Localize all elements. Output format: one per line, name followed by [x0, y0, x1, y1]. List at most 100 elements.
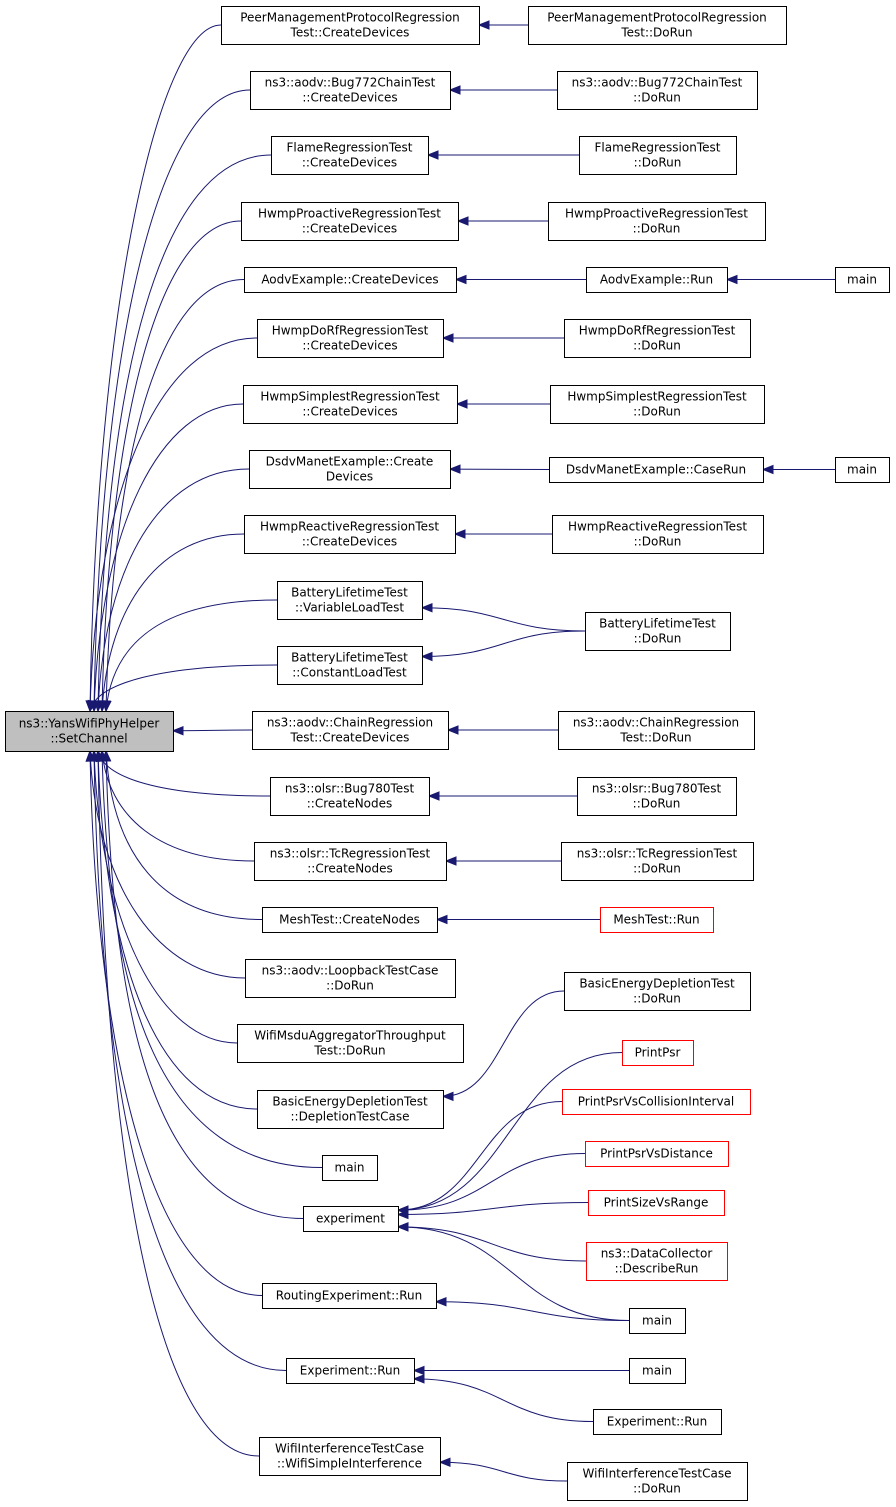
node-bedt-depletion[interactable]: BasicEnergyDepletionTest::DepletionTestC…	[257, 1090, 444, 1129]
node-mesh-run[interactable]: MeshTest::Run	[600, 907, 714, 933]
node-bug772-dorun[interactable]: ns3::aodv::Bug772ChainTest::DoRun	[557, 71, 758, 110]
node-box[interactable]	[241, 202, 459, 241]
node-hwmpproactive-create[interactable]: HwmpProactiveRegressionTest::CreateDevic…	[241, 202, 459, 241]
node-box[interactable]	[243, 385, 458, 424]
node-mesh-create[interactable]: MeshTest::CreateNodes	[262, 907, 438, 933]
node-box[interactable]	[5, 711, 174, 752]
node-box[interactable]	[548, 202, 766, 241]
node-box[interactable]	[252, 711, 449, 750]
node-pmp-create[interactable]: PeerManagementProtocolRegressionTest::Cr…	[221, 6, 480, 45]
node-flame-create[interactable]: FlameRegressionTest::CreateDevices	[271, 136, 429, 175]
node-box[interactable]	[286, 1358, 415, 1384]
node-box[interactable]	[579, 136, 737, 175]
node-box[interactable]	[244, 267, 457, 293]
node-dsdv-caserun[interactable]: DsdvManetExample::CaseRun	[549, 457, 764, 483]
node-box[interactable]	[245, 959, 456, 998]
node-hwmpdorf-create[interactable]: HwmpDoRfRegressionTest::CreateDevices	[257, 319, 444, 358]
node-wifiint-simple[interactable]: WifiInterferenceTestCase::WifiSimpleInte…	[259, 1437, 441, 1476]
node-box[interactable]	[629, 1358, 686, 1384]
node-experiment[interactable]: experiment	[303, 1206, 399, 1232]
node-box[interactable]	[262, 1283, 437, 1309]
node-box[interactable]	[271, 136, 429, 175]
node-bedt-dorun[interactable]: BasicEnergyDepletionTest::DoRun	[564, 972, 751, 1011]
node-bug780-dorun[interactable]: ns3::olsr::Bug780Test::DoRun	[577, 777, 737, 816]
node-box[interactable]	[250, 71, 451, 110]
node-box[interactable]	[221, 6, 480, 45]
node-hwmpdorf-dorun[interactable]: HwmpDoRfRegressionTest::DoRun	[564, 319, 751, 358]
node-main-exp[interactable]: main	[629, 1308, 686, 1334]
node-box[interactable]	[549, 457, 764, 483]
node-tc-create[interactable]: ns3::olsr::TcRegressionTest::CreateNodes	[254, 842, 447, 881]
node-printpsr[interactable]: PrintPsr	[622, 1040, 694, 1066]
node-battery-constant[interactable]: BatteryLifetimeTest::ConstantLoadTest	[277, 646, 423, 685]
node-box[interactable]	[244, 515, 456, 554]
node-printpsr-distance[interactable]: PrintPsrVsDistance	[585, 1141, 729, 1167]
node-box[interactable]	[277, 646, 423, 685]
node-box[interactable]	[622, 1040, 694, 1066]
node-box[interactable]	[558, 711, 755, 750]
node-tc-dorun[interactable]: ns3::olsr::TcRegressionTest::DoRun	[561, 842, 754, 881]
node-box[interactable]	[550, 385, 765, 424]
node-main-exprun[interactable]: main	[629, 1358, 686, 1384]
node-box[interactable]	[561, 842, 754, 881]
node-box[interactable]	[593, 1409, 722, 1435]
node-box[interactable]	[600, 907, 714, 933]
node-pmp-dorun[interactable]: PeerManagementProtocolRegressionTest::Do…	[528, 6, 787, 45]
node-main-dsdv[interactable]: main	[835, 457, 890, 483]
node-hwmpreactive-create[interactable]: HwmpReactiveRegressionTest::CreateDevice…	[244, 515, 456, 554]
node-box[interactable]	[528, 6, 787, 45]
node-box[interactable]	[577, 777, 737, 816]
node-box[interactable]	[585, 612, 731, 651]
node-box[interactable]	[257, 1090, 444, 1129]
node-hwmpsimplest-dorun[interactable]: HwmpSimplestRegressionTest::DoRun	[550, 385, 765, 424]
node-box[interactable]	[277, 581, 423, 620]
node-root[interactable]: ns3::YansWifiPhyHelper::SetChannel	[5, 711, 174, 752]
node-box[interactable]	[237, 1024, 464, 1063]
node-wifiint-dorun[interactable]: WifiInterferenceTestCase::DoRun	[567, 1462, 748, 1501]
node-box[interactable]	[835, 267, 890, 293]
node-chain-create[interactable]: ns3::aodv::ChainRegressionTest::CreateDe…	[252, 711, 449, 750]
node-main-aodv[interactable]: main	[835, 267, 890, 293]
node-main-plain[interactable]: main	[322, 1155, 378, 1181]
node-bug772-create[interactable]: ns3::aodv::Bug772ChainTest::CreateDevice…	[250, 71, 451, 110]
node-box[interactable]	[564, 319, 751, 358]
node-loopback-dorun[interactable]: ns3::aodv::LoopbackTestCase::DoRun	[245, 959, 456, 998]
node-box[interactable]	[564, 972, 751, 1011]
node-hwmpsimplest-create[interactable]: HwmpSimplestRegressionTest::CreateDevice…	[243, 385, 458, 424]
node-routing-run[interactable]: RoutingExperiment::Run	[262, 1283, 437, 1309]
node-flame-dorun[interactable]: FlameRegressionTest::DoRun	[579, 136, 737, 175]
node-box[interactable]	[588, 1190, 725, 1216]
node-printpsr-collision[interactable]: PrintPsrVsCollisionInterval	[562, 1089, 751, 1115]
node-datacollector[interactable]: ns3::DataCollector::DescribeRun	[586, 1242, 728, 1281]
node-box[interactable]	[562, 1089, 751, 1115]
node-box[interactable]	[257, 319, 444, 358]
node-aodvex-create[interactable]: AodvExample::CreateDevices	[244, 267, 457, 293]
node-box[interactable]	[249, 450, 451, 489]
node-box[interactable]	[586, 1242, 728, 1281]
node-exp-run2[interactable]: Experiment::Run	[593, 1409, 722, 1435]
node-box[interactable]	[262, 907, 438, 933]
node-dsdv-create[interactable]: DsdvManetExample::CreateDevices	[249, 450, 451, 489]
node-hwmpreactive-dorun[interactable]: HwmpReactiveRegressionTest::DoRun	[552, 515, 764, 554]
node-box[interactable]	[259, 1437, 441, 1476]
node-battery-variable[interactable]: BatteryLifetimeTest::VariableLoadTest	[277, 581, 423, 620]
node-box[interactable]	[322, 1155, 378, 1181]
node-box[interactable]	[557, 71, 758, 110]
node-box[interactable]	[567, 1462, 748, 1501]
node-box[interactable]	[270, 777, 430, 816]
node-box[interactable]	[254, 842, 447, 881]
node-box[interactable]	[552, 515, 764, 554]
node-exp-run[interactable]: Experiment::Run	[286, 1358, 415, 1384]
node-box[interactable]	[629, 1308, 686, 1334]
node-box[interactable]	[835, 457, 890, 483]
node-hwmpproactive-dorun[interactable]: HwmpProactiveRegressionTest::DoRun	[548, 202, 766, 241]
node-aodvex-run[interactable]: AodvExample::Run	[586, 267, 728, 293]
node-box[interactable]	[585, 1141, 729, 1167]
node-battery-dorun[interactable]: BatteryLifetimeTest::DoRun	[585, 612, 731, 651]
node-printsize[interactable]: PrintSizeVsRange	[588, 1190, 725, 1216]
node-bug780-create[interactable]: ns3::olsr::Bug780Test::CreateNodes	[270, 777, 430, 816]
node-box[interactable]	[586, 267, 728, 293]
node-box[interactable]	[303, 1206, 399, 1232]
